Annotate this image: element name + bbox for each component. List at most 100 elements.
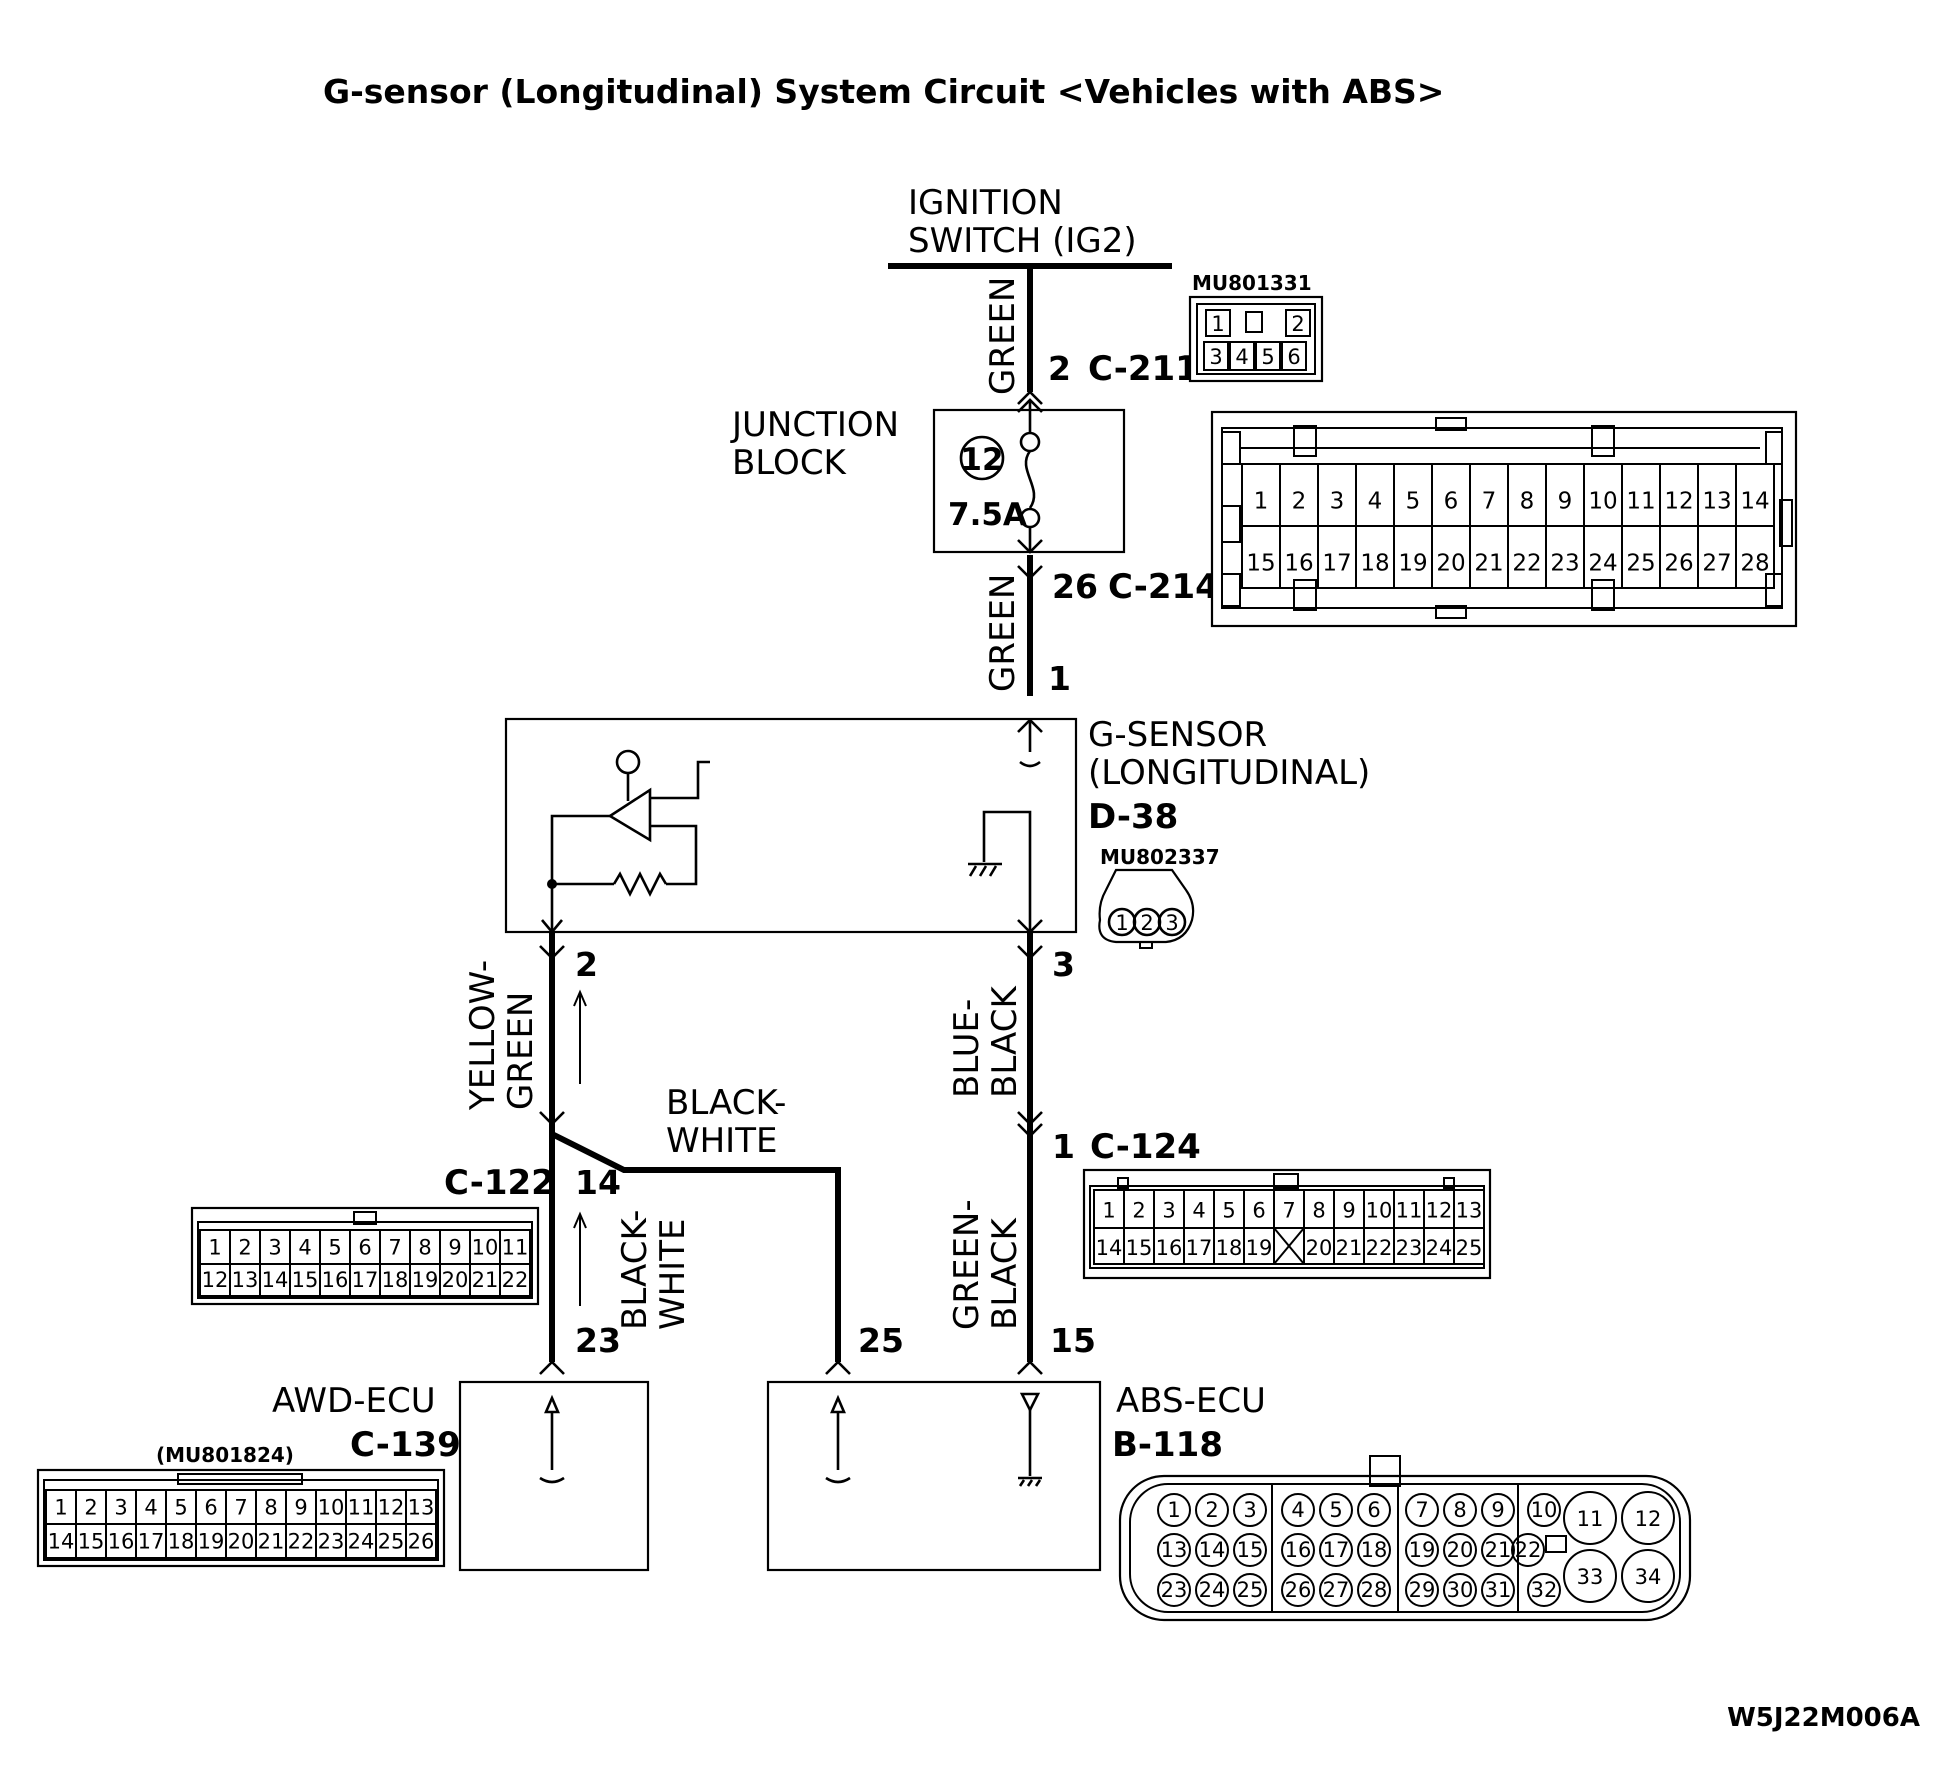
abs-ecu-cell bbox=[1195, 1533, 1229, 1567]
c211-cell bbox=[1203, 341, 1229, 371]
wire-label-black-white-v-line2: WHITE bbox=[653, 1219, 693, 1330]
c124-pin-22: 22 bbox=[1366, 1236, 1393, 1260]
wire-label-yellow-green-line1: YELLOW- bbox=[463, 960, 503, 1111]
c214-pin-18: 18 bbox=[1360, 551, 1389, 577]
abs-ecu-cell bbox=[1195, 1493, 1229, 1527]
junction-label-line1: JUNCTION bbox=[730, 405, 899, 445]
awd-pin-12: 12 bbox=[378, 1495, 405, 1519]
c214-pin-9: 9 bbox=[1558, 489, 1573, 515]
g-sensor: G-SENSOR (LONGITUDINAL) D-38 MU802337 1 … bbox=[504, 715, 1370, 949]
c214-cell bbox=[1735, 525, 1775, 589]
c122-pin-14: 14 bbox=[262, 1268, 289, 1292]
abs-ecu-cell bbox=[1443, 1533, 1477, 1567]
abs-ecu-pin-7: 7 bbox=[1415, 1498, 1428, 1522]
c214-pin-20: 20 bbox=[1436, 551, 1465, 577]
c214-pin-16: 16 bbox=[1284, 551, 1313, 577]
c124-pin: 1 bbox=[1052, 1127, 1075, 1166]
c214-pin-3: 3 bbox=[1330, 489, 1345, 515]
c211-pin-3: 3 bbox=[1209, 345, 1222, 369]
c211-cell bbox=[1205, 309, 1231, 337]
abs-ecu-cell bbox=[1233, 1533, 1267, 1567]
c122-pin-11: 11 bbox=[502, 1235, 529, 1259]
c122-pin-18: 18 bbox=[382, 1268, 409, 1292]
c211-pin-4: 4 bbox=[1235, 345, 1248, 369]
awd-pin-21: 21 bbox=[258, 1529, 285, 1553]
ignition-label-line2: SWITCH (IG2) bbox=[908, 221, 1137, 261]
c122-id: C-122 bbox=[444, 1163, 555, 1203]
c214-pin-21: 21 bbox=[1474, 551, 1503, 577]
c124-pin-24: 24 bbox=[1426, 1236, 1453, 1260]
wire-label-black-white-v-line1: BLACK- bbox=[615, 1210, 655, 1330]
abs-ecu-cell bbox=[1319, 1493, 1353, 1527]
abs-ecu-pin-21: 21 bbox=[1485, 1538, 1512, 1562]
c214-pin: 26 bbox=[1052, 567, 1098, 606]
wire-yellow-green: 2 YELLOW- GREEN bbox=[463, 932, 598, 1126]
c214-pin-15: 15 bbox=[1246, 551, 1275, 577]
c214-pin-25: 25 bbox=[1626, 551, 1655, 577]
abs-ecu-cell bbox=[1357, 1533, 1391, 1567]
awd-pin-14: 14 bbox=[48, 1529, 75, 1553]
abs-ecu-pin-32: 32 bbox=[1531, 1578, 1558, 1602]
c211-cell bbox=[1255, 341, 1281, 371]
abs-ecu-pin-10: 10 bbox=[1531, 1498, 1558, 1522]
c122-pin-7: 7 bbox=[388, 1235, 401, 1259]
abs-ecu-pin-30: 30 bbox=[1447, 1578, 1474, 1602]
c122-pin-9: 9 bbox=[448, 1235, 461, 1259]
wire-green-top: GREEN bbox=[983, 266, 1043, 405]
c214-pin-14: 14 bbox=[1740, 489, 1769, 515]
c122-pin-10: 10 bbox=[472, 1235, 499, 1259]
c124-pin-17: 17 bbox=[1186, 1236, 1213, 1260]
c124-pin-8: 8 bbox=[1312, 1198, 1325, 1222]
awd-pin-15: 15 bbox=[78, 1529, 105, 1553]
abs-ecu-cell bbox=[1195, 1573, 1229, 1607]
abs-ecu-pin-27: 27 bbox=[1323, 1578, 1350, 1602]
junction-label-line2: BLOCK bbox=[732, 443, 848, 483]
awd-pin-25: 25 bbox=[378, 1529, 405, 1553]
awd-pin-24: 24 bbox=[348, 1529, 375, 1553]
abs-ecu-cell bbox=[1527, 1573, 1561, 1607]
abs-ecu-pin-20: 20 bbox=[1447, 1538, 1474, 1562]
c122-pin-16: 16 bbox=[322, 1268, 349, 1292]
c124-cell bbox=[1453, 1227, 1485, 1265]
wire-black-white-to-awd: C-122 14 23 BLACK- WHITE bbox=[444, 1125, 693, 1362]
g-sensor-pin-label-3: 3 bbox=[1165, 911, 1178, 935]
wire-blue-black: 3 BLUE- BLACK 1 C-124 GREEN- BLACK 15 bbox=[947, 932, 1201, 1362]
c214-pin-13: 13 bbox=[1702, 489, 1731, 515]
c122-pin-12: 12 bbox=[202, 1268, 229, 1292]
c214-pin-10: 10 bbox=[1588, 489, 1617, 515]
c211-pin-5: 5 bbox=[1261, 345, 1274, 369]
abs-ecu-pin-34: 34 bbox=[1635, 1565, 1662, 1589]
c124-pin-1: 1 bbox=[1102, 1198, 1115, 1222]
c124-pin-9: 9 bbox=[1342, 1198, 1355, 1222]
abs-ecu-pin-9: 9 bbox=[1491, 1498, 1504, 1522]
c122-pin: 14 bbox=[575, 1163, 621, 1202]
c124-pin-21: 21 bbox=[1336, 1236, 1363, 1260]
c214-pin-5: 5 bbox=[1406, 489, 1421, 515]
c122-pin-3: 3 bbox=[268, 1235, 281, 1259]
c214-pin-24: 24 bbox=[1588, 551, 1617, 577]
awd-ecu-part-number: (MU801824) bbox=[156, 1443, 294, 1467]
c214-pin-11: 11 bbox=[1626, 489, 1655, 515]
c124-pin-16: 16 bbox=[1156, 1236, 1183, 1260]
abs-ecu-pin-16: 16 bbox=[1285, 1538, 1312, 1562]
awd-pin-3: 3 bbox=[114, 1495, 127, 1519]
c124-pin-2: 2 bbox=[1132, 1198, 1145, 1222]
wire-label-blue-black-line1: BLUE- bbox=[947, 999, 987, 1098]
c214-pin-28: 28 bbox=[1740, 551, 1769, 577]
awd-pin-6: 6 bbox=[204, 1495, 217, 1519]
awd-pin-9: 9 bbox=[294, 1495, 307, 1519]
diagram-title: G-sensor (Longitudinal) System Circuit <… bbox=[323, 72, 1444, 111]
ignition-switch: IGNITION SWITCH (IG2) bbox=[888, 183, 1172, 269]
awd-ecu-label: AWD-ECU bbox=[272, 1381, 436, 1421]
c122-pin-20: 20 bbox=[442, 1268, 469, 1292]
c122-pin-22: 22 bbox=[502, 1268, 529, 1292]
abs-ecu-cell bbox=[1511, 1533, 1545, 1567]
awd-pin-22: 22 bbox=[288, 1529, 315, 1553]
c214-pin-1: 1 bbox=[1254, 489, 1269, 515]
c122-pin-4: 4 bbox=[298, 1235, 311, 1259]
